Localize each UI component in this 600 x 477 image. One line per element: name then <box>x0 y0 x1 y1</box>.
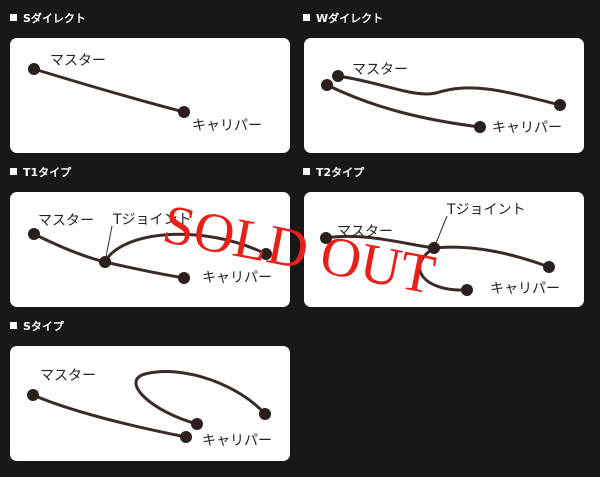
section-title-t2-type: T2タイプ <box>303 166 364 180</box>
master-node <box>321 79 333 91</box>
hose-joint-to-caliper-upper <box>103 232 268 264</box>
routing-diagram-s-direct: マスター キャリパー <box>28 53 262 134</box>
hose-line-lower <box>325 83 482 129</box>
caliper-label: キャリパー <box>202 433 272 449</box>
diagram-panel-t2-type: マスター Tジョイント キャリパー <box>304 192 584 307</box>
t-joint-label: Tジョイント <box>446 202 526 218</box>
routing-diagram-t1-type: マスター Tジョイント キャリパー <box>28 212 272 286</box>
routing-diagram-t2-type: マスター Tジョイント キャリパー <box>320 202 560 297</box>
caliper-node <box>191 418 203 430</box>
t-joint-node <box>428 242 440 254</box>
section-title-s-direct: Sダイレクト <box>10 12 86 26</box>
caliper-node <box>461 284 473 296</box>
master-node <box>320 232 332 244</box>
joint-leader-line <box>104 225 113 263</box>
master-node <box>28 228 40 240</box>
master-node <box>28 63 40 75</box>
caliper-node <box>178 106 190 118</box>
t-joint-node <box>99 256 111 268</box>
routing-diagram-w-direct: マスター キャリパー <box>321 62 566 136</box>
square-bullet-icon <box>303 168 310 175</box>
hose-joint-to-caliper-lower <box>103 260 186 280</box>
caliper-label: キャリパー <box>192 118 262 134</box>
hose-master-to-caliper <box>31 393 188 439</box>
master-label: マスター <box>40 368 96 384</box>
diagram-panel-t1-type: マスター Tジョイント キャリパー <box>10 192 290 307</box>
hose-loop <box>134 370 267 426</box>
section-title-s-type: Sタイプ <box>10 320 64 334</box>
square-bullet-icon <box>10 168 17 175</box>
diagram-panel-s-direct: マスター キャリパー <box>10 38 290 153</box>
section-title-w-direct: Wダイレクト <box>303 12 383 26</box>
square-bullet-icon <box>10 14 17 21</box>
hose-joint-to-caliper-right <box>432 245 551 269</box>
square-bullet-icon <box>10 322 17 329</box>
caliper-label: キャリパー <box>202 270 272 286</box>
t-joint-label: Tジョイント <box>112 212 192 228</box>
caliper-node <box>474 121 486 133</box>
master-label: マスター <box>352 62 408 78</box>
hose-line-upper <box>336 74 562 107</box>
hose-master-to-joint <box>32 232 107 264</box>
master-label: マスター <box>38 213 94 229</box>
caliper-node <box>180 431 192 443</box>
master-label: マスター <box>50 53 106 69</box>
caliper-node <box>259 408 271 420</box>
routing-diagram-s-type: マスター キャリパー <box>27 368 272 449</box>
master-node <box>27 389 39 401</box>
caliper-node <box>260 248 272 260</box>
caliper-label: キャリパー <box>490 281 560 297</box>
hose-line <box>32 67 186 114</box>
diagram-panel-w-direct: マスター キャリパー <box>304 38 584 153</box>
caliper-label: キャリパー <box>492 120 562 136</box>
hose-joint-to-caliper-loop <box>418 246 469 292</box>
diagram-panel-s-type: マスター キャリパー <box>10 346 290 461</box>
square-bullet-icon <box>303 14 310 21</box>
caliper-node <box>178 272 190 284</box>
section-title-t1-type: T1タイプ <box>10 166 71 180</box>
hose-master-to-joint <box>324 234 436 250</box>
master-label: マスター <box>337 224 393 240</box>
caliper-node <box>543 261 555 273</box>
master-node <box>332 70 344 82</box>
caliper-node <box>554 99 566 111</box>
